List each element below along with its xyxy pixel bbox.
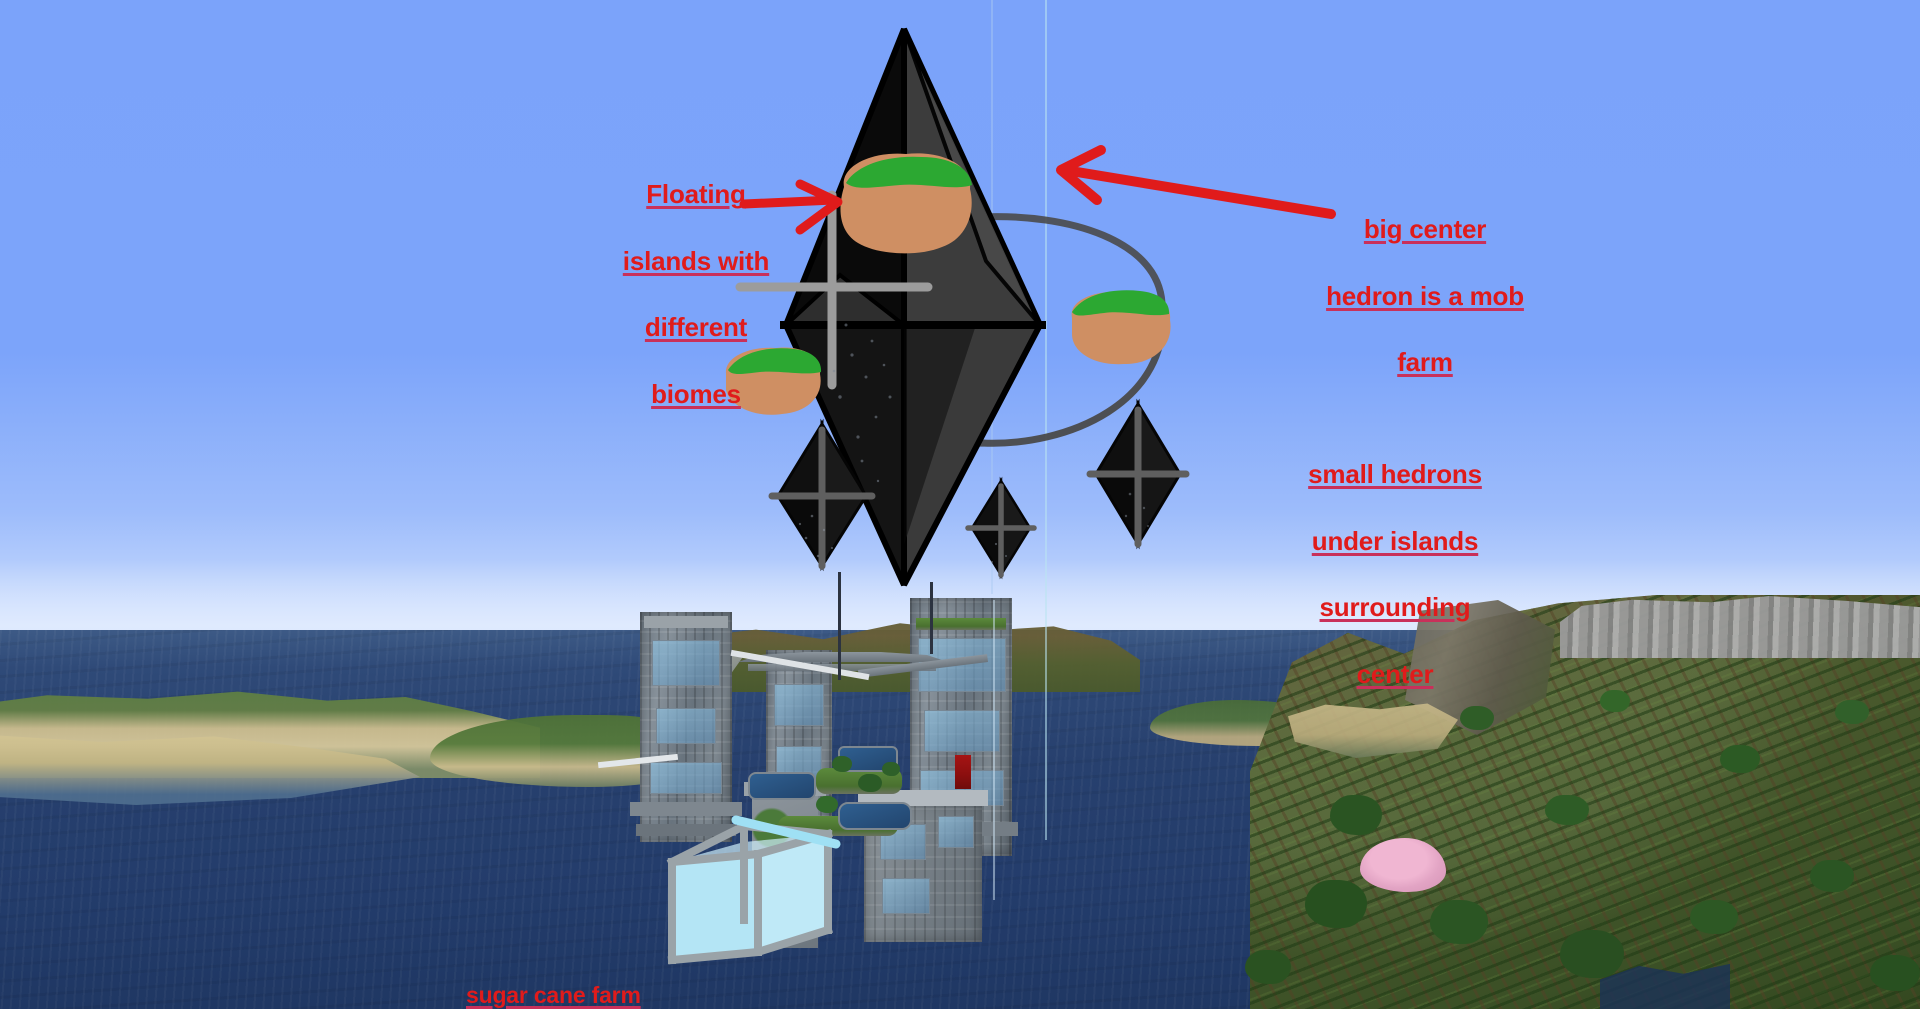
big-center-hedron [735,25,1110,587]
annotation-line: biomes [651,378,741,409]
tree [1835,700,1869,724]
tree [1545,795,1589,825]
tree [832,756,852,772]
annotation-mob-farm: big center hedron is a mob farm [1325,180,1525,413]
city-pool [748,772,816,800]
floating-island-right [1060,282,1178,374]
tree [816,796,838,813]
vertical-guide-beam [993,600,995,900]
annotation-line: center [1356,658,1434,689]
tree [1330,795,1382,835]
player-character [955,755,971,789]
tree [1810,860,1854,892]
tree [1430,900,1488,944]
annotation-line: under islands [1311,525,1479,556]
city-bridge-deck [748,664,936,671]
annotation-line: farm [1397,347,1453,378]
tree [1460,706,1494,730]
cherry-blossom-tree [1360,838,1446,892]
city-arch-bridge [738,652,948,662]
floating-island-top [830,145,980,265]
vertical-guide-beam [1045,0,1047,840]
tree [1245,950,1291,984]
minecraft-city [597,572,1180,1009]
small-hedron-center [965,476,1037,580]
arrow-to-mob-farm [1056,145,1336,219]
annotation-line: surrounding [1319,592,1471,623]
small-hedron-left [768,418,876,572]
tree [858,774,882,792]
annotation-sugar-cane-farm: sugar cane farm [466,952,656,1009]
tree [1305,880,1367,928]
arrow-to-floating-island [739,179,843,235]
annotation-line: different [644,312,748,343]
tree [882,762,900,776]
city-antenna [930,582,933,654]
tree [1560,930,1624,978]
city-pool [838,802,912,830]
tree [1600,690,1630,712]
annotation-line: small hedrons [1308,459,1482,490]
small-hedron-right [1086,398,1190,550]
annotation-line: Floating [646,179,746,210]
annotation-line: sugar cane farm [466,982,641,1009]
tree [1690,900,1738,934]
annotation-small-hedrons: small hedrons under islands surrounding … [1295,425,1495,724]
hillside-stone-structure [1560,596,1920,658]
tree [1870,955,1920,991]
annotation-line: islands with [622,245,770,276]
annotation-line: hedron is a mob [1326,280,1524,311]
tree [1720,745,1760,773]
floating-island-left [718,340,828,424]
sugar-cane-farm-structure [660,800,870,985]
annotation-line: big center [1363,214,1487,245]
city-antenna [838,572,841,680]
annotation-floating-islands: Floating islands with different biomes [596,145,796,444]
city-tower-left [630,612,742,842]
city-stone-house [858,790,988,942]
